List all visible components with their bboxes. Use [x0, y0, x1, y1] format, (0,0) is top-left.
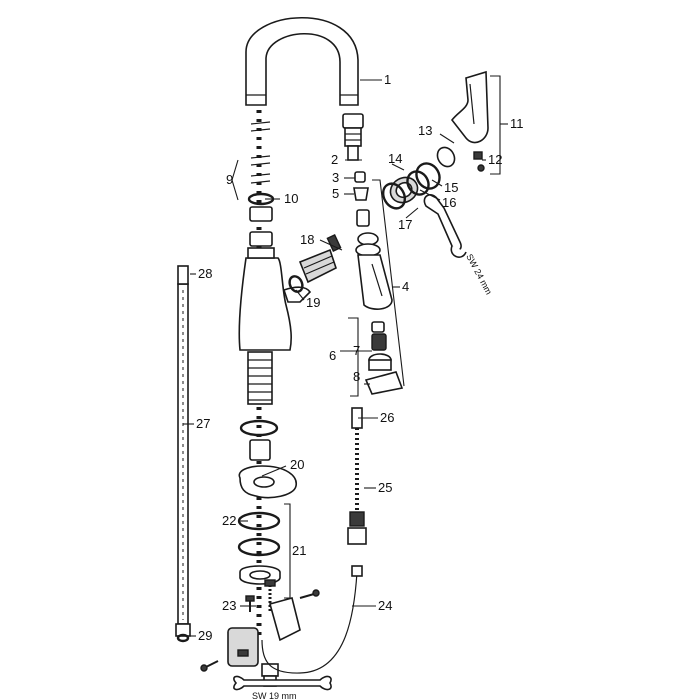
label-2: 2 — [331, 152, 338, 167]
supply-hose-part-25 — [347, 428, 367, 545]
label-21: 21 — [292, 543, 306, 558]
label-23: 23 — [222, 598, 236, 613]
wrench-sw19-label: SW 19 mm — [252, 691, 297, 700]
wrench-sw19-icon — [233, 675, 332, 691]
svg-text:SW 24 mm: SW 24 mm — [464, 252, 494, 296]
leader-lines — [183, 79, 508, 637]
supply-hose-part-27 — [177, 283, 189, 625]
label-4: 4 — [402, 279, 409, 294]
washer-part-10 — [247, 192, 275, 247]
label-5: 5 — [332, 186, 339, 201]
clips-part-9 — [250, 121, 271, 184]
label-9: 9 — [226, 172, 233, 187]
label-20: 20 — [290, 457, 304, 472]
flange-part-20 — [238, 465, 297, 499]
cap-part-13 — [436, 146, 456, 168]
faucet-body — [238, 247, 312, 351]
insert-part-5 — [353, 187, 370, 227]
seal-part-19 — [288, 275, 304, 293]
corrugated-hose — [247, 351, 273, 405]
svg-text:SW 19 mm: SW 19 mm — [252, 691, 297, 700]
screw-right — [299, 589, 320, 599]
washer-part-21 — [237, 537, 281, 557]
label-27: 27 — [196, 416, 210, 431]
screw-small — [245, 595, 255, 612]
label-3: 3 — [332, 170, 339, 185]
label-14: 14 — [388, 151, 402, 166]
weight-part-23 — [227, 597, 301, 667]
part-labels: 1 2 3 5 4 6 7 8 9 10 11 12 13 14 15 16 1… — [196, 72, 524, 643]
washer-part-22 — [237, 511, 281, 531]
label-29: 29 — [198, 628, 212, 643]
label-28: 28 — [198, 266, 212, 281]
label-26: 26 — [380, 410, 394, 425]
group-brackets — [231, 75, 501, 599]
pull-out-hose-part-24 — [261, 565, 363, 674]
cartridge-part-18 — [298, 234, 342, 284]
label-16: 16 — [442, 195, 456, 210]
label-11: 11 — [510, 116, 524, 131]
nipple-part-28 — [177, 265, 189, 285]
component-group-6 — [364, 321, 404, 395]
label-24: 24 — [378, 598, 392, 613]
label-19: 19 — [306, 295, 320, 310]
nut-part-29 — [175, 623, 191, 643]
lever-handle-part-11 — [450, 70, 489, 144]
spout-part-1 — [245, 17, 359, 106]
label-17: 17 — [398, 217, 412, 232]
o-ring-part-16 — [406, 170, 430, 196]
label-15: 15 — [444, 180, 458, 195]
label-13: 13 — [418, 123, 432, 138]
label-7: 7 — [353, 343, 360, 358]
aerator-part-3 — [354, 171, 366, 183]
wrench-sw24-label: SW 24 mm — [464, 252, 494, 296]
label-25: 25 — [378, 480, 392, 495]
label-22: 22 — [222, 513, 236, 528]
set-screw-part-12 — [473, 151, 485, 172]
base-gasket — [239, 419, 279, 461]
threaded-rod — [264, 579, 276, 612]
o-ring-part-17 — [381, 182, 407, 210]
hose-connector-part-2 — [342, 113, 364, 161]
wrench-sw24-icon — [423, 194, 467, 258]
label-6: 6 — [329, 348, 336, 363]
label-1: 1 — [384, 72, 391, 87]
label-8: 8 — [353, 369, 360, 384]
label-12: 12 — [488, 152, 502, 167]
spray-head-part-4 — [355, 232, 393, 310]
label-10: 10 — [284, 191, 298, 206]
screw-bottom — [200, 660, 219, 672]
threaded-ring-part-14 — [389, 176, 419, 204]
label-18: 18 — [300, 232, 314, 247]
o-ring-part-15 — [415, 162, 441, 190]
